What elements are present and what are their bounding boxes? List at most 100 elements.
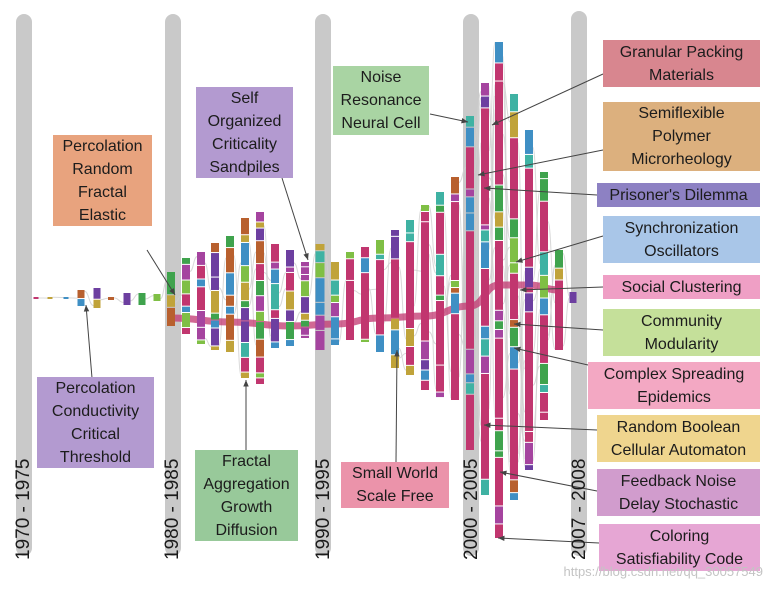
module-block — [466, 374, 474, 383]
module-column-27 — [436, 192, 444, 398]
flow-line — [398, 266, 407, 340]
module-block — [436, 276, 444, 295]
leader-line-11 — [513, 323, 604, 331]
module-block — [241, 342, 249, 357]
module-block — [495, 329, 503, 338]
module-block — [361, 247, 369, 258]
flow-line — [308, 253, 316, 297]
module-block — [495, 185, 503, 212]
module-block — [167, 272, 175, 295]
module-block — [391, 259, 399, 318]
flow-line — [502, 56, 511, 339]
module-column-9 — [167, 272, 175, 326]
module-block — [376, 240, 384, 254]
flow-line — [413, 208, 422, 307]
module-block — [226, 295, 234, 306]
period-label-1980: 1980 - 1985 — [162, 459, 183, 560]
module-block — [525, 154, 533, 168]
module-block — [256, 373, 264, 378]
module-block — [466, 383, 474, 394]
module-block — [451, 177, 459, 194]
flow-line — [517, 351, 526, 413]
module-block — [540, 385, 548, 392]
module-block — [226, 340, 234, 352]
cluster-label-prisoners-dilemma: Prisoner's Dilemma — [597, 183, 760, 207]
module-block — [182, 258, 190, 264]
cluster-label-coloring-satisfiability: Coloring Satisfiability Code — [599, 524, 760, 571]
module-block — [406, 220, 414, 233]
module-block — [241, 266, 249, 282]
module-block — [436, 392, 444, 398]
flow-line — [174, 294, 183, 303]
module-block — [466, 394, 474, 450]
module-block — [286, 250, 294, 267]
module-column-17 — [286, 250, 294, 346]
flow-line — [532, 350, 541, 431]
module-block — [510, 369, 518, 480]
module-block — [361, 273, 369, 339]
module-block — [331, 303, 339, 317]
flow-line — [233, 262, 242, 315]
module-column-6 — [123, 293, 131, 305]
module-block — [525, 288, 533, 293]
module-block — [346, 252, 354, 259]
flow-line — [84, 290, 94, 307]
flow-line — [517, 413, 526, 442]
module-block — [495, 227, 503, 240]
flow-line — [383, 247, 392, 324]
leader-line-1 — [281, 177, 309, 261]
module-block — [376, 335, 384, 352]
flow-line — [473, 103, 482, 282]
module-block — [361, 339, 369, 342]
flow-line — [547, 221, 556, 304]
module-block — [466, 349, 474, 374]
module-block — [241, 357, 249, 372]
module-block — [331, 262, 339, 280]
module-block — [197, 327, 205, 340]
module-block — [466, 197, 474, 213]
module-column-5 — [108, 297, 114, 300]
period-label-1970: 1970 - 1975 — [13, 459, 34, 560]
flow-line — [368, 288, 377, 291]
flow-line — [473, 97, 482, 173]
module-column-3 — [77, 290, 85, 306]
module-block — [301, 313, 309, 320]
flow-line — [338, 280, 347, 342]
module-block — [466, 127, 474, 147]
cluster-label-social-clustering: Social Clustering — [603, 275, 760, 299]
module-block — [271, 310, 279, 318]
leader-arrowhead — [500, 470, 507, 476]
module-block — [286, 321, 294, 340]
module-block — [540, 172, 548, 179]
module-block — [555, 280, 563, 350]
module-block — [93, 299, 101, 308]
module-block — [495, 451, 503, 457]
cluster-label-small-world: Small World Scale Free — [341, 462, 449, 508]
module-block — [226, 273, 234, 295]
module-block — [197, 279, 205, 287]
module-block — [346, 259, 354, 280]
module-block — [421, 211, 429, 222]
flow-line — [324, 248, 332, 297]
module-block — [226, 306, 234, 314]
module-block — [256, 228, 264, 241]
module-block — [466, 116, 474, 127]
module-block — [256, 339, 264, 357]
module-block — [495, 338, 503, 418]
module-block — [540, 275, 548, 298]
module-block — [77, 290, 85, 299]
module-column-23 — [376, 240, 384, 352]
module-block — [211, 243, 219, 253]
module-column-31 — [495, 42, 503, 538]
flow-line — [398, 352, 407, 359]
module-block — [182, 328, 190, 334]
leader-line-3 — [85, 304, 93, 379]
module-block — [123, 293, 131, 305]
leader-arrowhead — [478, 171, 485, 177]
flow-line — [443, 209, 452, 399]
module-block — [436, 295, 444, 301]
module-block — [540, 179, 548, 201]
leader-arrowhead — [514, 346, 521, 353]
module-block — [211, 313, 219, 320]
leader-line-6 — [491, 73, 604, 126]
